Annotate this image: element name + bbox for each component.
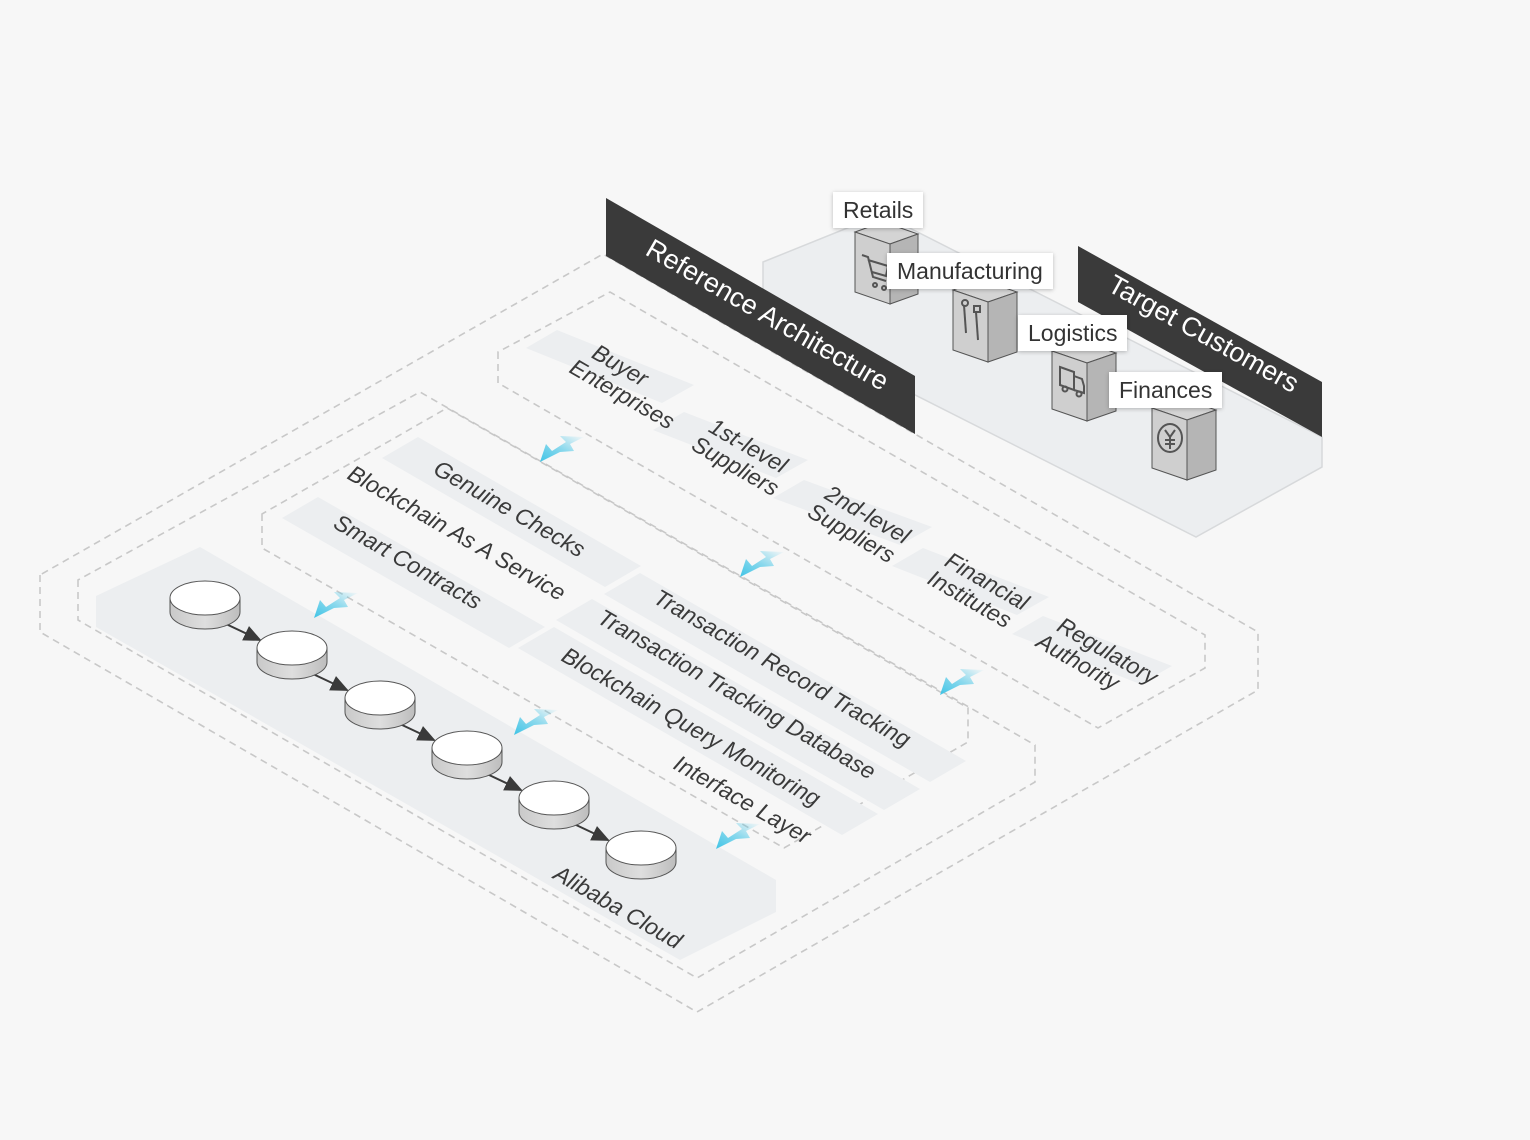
participant-tile bbox=[526, 330, 694, 403]
flow-arrow bbox=[940, 669, 984, 695]
participant-tile bbox=[653, 412, 808, 478]
blockchain-chain bbox=[169, 580, 677, 880]
flow-arrow bbox=[540, 436, 584, 462]
flow-arrow bbox=[314, 592, 358, 618]
service-tile bbox=[282, 497, 545, 648]
customer-label-logistics: Logistics bbox=[1018, 315, 1128, 351]
service-tile bbox=[556, 599, 920, 810]
blockchain-node bbox=[431, 730, 503, 780]
flow-arrows bbox=[314, 436, 984, 849]
tools-icon bbox=[961, 299, 981, 341]
customer-box-finances bbox=[1150, 397, 1218, 481]
flow-arrow bbox=[514, 709, 558, 735]
blockchain-node bbox=[518, 780, 590, 830]
outer-dashed-layers bbox=[39, 253, 1259, 1013]
service-label: Genuine Checks bbox=[430, 455, 591, 563]
blockchain-node bbox=[256, 630, 328, 680]
customer-box-logistics bbox=[1050, 340, 1118, 422]
customer-label-retails: Retails bbox=[833, 192, 924, 228]
flow-arrow bbox=[716, 823, 760, 849]
service-tile bbox=[382, 437, 641, 587]
blockchain-node bbox=[605, 830, 677, 880]
service-tile bbox=[604, 573, 966, 782]
customer-label-finances: Finances bbox=[1109, 372, 1223, 408]
customer-box-manufacturing bbox=[951, 279, 1019, 363]
blockchain-node bbox=[169, 580, 241, 630]
customer-label-manufacturing: Manufacturing bbox=[887, 253, 1053, 289]
participant-tile bbox=[773, 480, 932, 545]
truck-icon bbox=[1059, 365, 1085, 398]
yuan-coin-icon bbox=[1157, 423, 1183, 453]
target-customers-banner bbox=[1078, 246, 1322, 437]
participant-tile bbox=[1012, 616, 1172, 684]
flow-arrow bbox=[740, 551, 784, 577]
blockchain-node bbox=[344, 680, 416, 730]
participant-tile bbox=[892, 548, 1049, 615]
service-tiles bbox=[282, 437, 966, 835]
service-tile bbox=[518, 627, 878, 835]
participant-tiles bbox=[526, 330, 1172, 684]
